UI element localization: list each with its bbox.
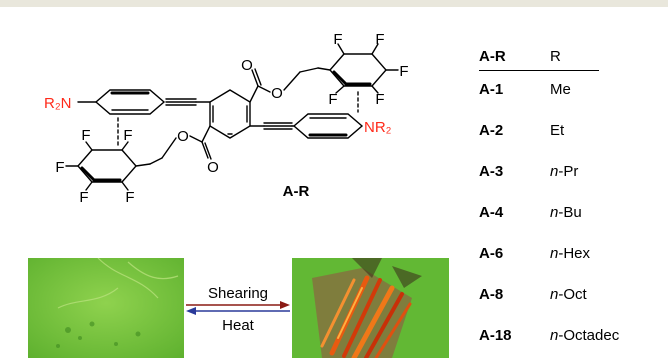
compound-label: A-R (283, 183, 310, 200)
atom-o-top-ester: O (271, 85, 283, 102)
atom-o-top-carbonyl: O (241, 57, 253, 74)
top-pentafluorophenyl-ring (329, 53, 387, 87)
table-row: A-2 Et (479, 112, 654, 153)
header-compound: A-R (479, 48, 506, 65)
header-r: R (550, 48, 561, 65)
atom-o-bottom-ester: O (177, 128, 189, 145)
table-row: A-4 n-Bu (479, 194, 654, 235)
atom-f-top-4: F (375, 91, 384, 108)
atom-f-bottom-1: F (81, 127, 90, 144)
row-r: Et (550, 122, 565, 139)
row-r: Me (550, 81, 571, 98)
row-r: n-Oct (550, 286, 587, 303)
table-row: A-3 n-Pr (479, 153, 654, 194)
central-benzene-ring (209, 89, 251, 139)
table-row: A-18 n-Octadec (479, 317, 654, 358)
row-r: n-Octadec (550, 327, 620, 344)
atom-f-top-3: F (399, 63, 408, 80)
atom-f-bottom-5: F (125, 189, 134, 206)
row-compound: A-1 (479, 81, 504, 98)
compound-table: A-R R A-1 Me A-2 Et A-3 n-Pr A-4 n-Bu A-… (479, 48, 654, 358)
row-compound: A-2 (479, 122, 504, 139)
top-bar (0, 0, 668, 7)
row-compound: A-3 (479, 163, 504, 180)
row-compound: A-4 (479, 204, 504, 221)
atom-o-bottom-carbonyl: O (207, 159, 219, 176)
table-row: A-8 n-Oct (479, 276, 654, 317)
micrograph-after-shearing (292, 258, 449, 358)
row-compound: A-18 (479, 327, 512, 344)
atom-f-top-1: F (333, 31, 342, 48)
amine-right-label: NR₂ (364, 119, 392, 136)
table-row: A-6 n-Hex (479, 235, 654, 276)
table-header: A-R R (479, 48, 599, 71)
atom-f-top-2: F (375, 31, 384, 48)
row-r: n-Bu (550, 204, 582, 221)
atom-f-bottom-4: F (79, 189, 88, 206)
atom-f-bottom-2: F (123, 127, 132, 144)
heat-label: Heat (222, 317, 255, 334)
shearing-label: Shearing (208, 285, 268, 302)
table-row: A-1 Me (479, 71, 654, 112)
row-r: n-Hex (550, 245, 591, 262)
micrograph-before-shearing (28, 258, 184, 358)
amine-left-label: R₂N (44, 95, 72, 112)
row-compound: A-8 (479, 286, 504, 303)
row-compound: A-6 (479, 245, 504, 262)
atom-f-top-5: F (328, 91, 337, 108)
row-r: n-Pr (550, 163, 579, 180)
shearing-heat-arrows: Shearing Heat (186, 285, 290, 334)
atom-f-bottom-3: F (55, 159, 64, 176)
molecule-structure: O O O O F F F F F F F F F F R₂N NR₂ A-R (44, 31, 409, 206)
bottom-pentafluorophenyl-ring (77, 149, 137, 183)
